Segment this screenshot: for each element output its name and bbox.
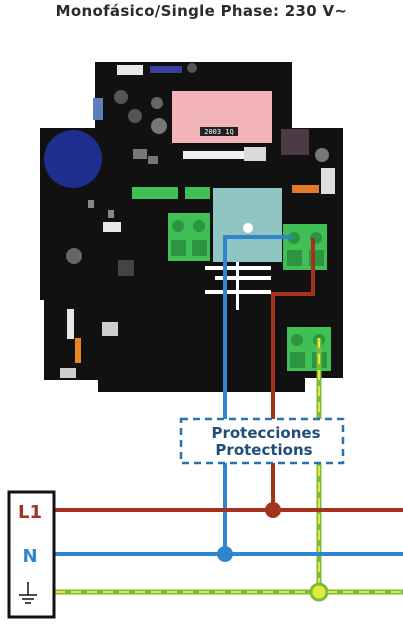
top-connector [117,65,143,75]
screw-terminal-left [168,213,210,261]
pcb-board: 2003 1Q [40,62,343,392]
board-code: 2003 1Q [204,128,234,136]
protections-box: Protecciones Protections [179,417,345,465]
live-junction [265,502,281,518]
terminal-l1-label: L1 [18,502,42,523]
live-wire-vertical [271,238,315,510]
blue-capacitor [44,130,102,188]
wires [55,235,403,602]
earth-junction [309,582,329,602]
protections-label-es: Protecciones [211,424,320,442]
protections-label-en: Protections [215,441,312,459]
ground-icon [19,582,37,604]
terminal-n-label: N [22,546,37,567]
green-terminal-row [132,187,178,199]
neutral-junction [217,546,233,562]
terminal-block: L1 N [7,490,56,619]
top-connector-blue [150,66,182,73]
screw-terminal-right-top [283,224,327,270]
screw-terminal-right-bottom [287,327,331,371]
diagram-title: Monofásico/Single Phase: 230 V~ [55,2,348,20]
